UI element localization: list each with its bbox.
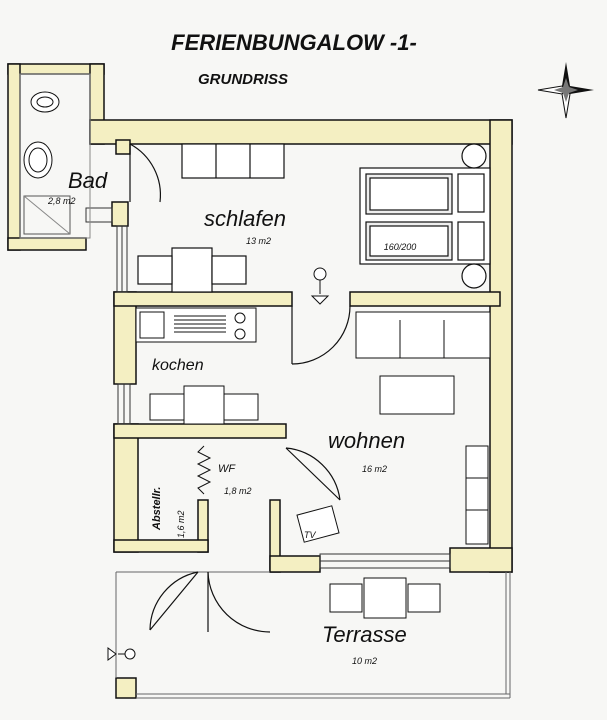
nightstand xyxy=(457,221,485,261)
plan-subtitle: GRUNDRISS xyxy=(198,71,288,88)
terrace-furniture xyxy=(329,577,441,619)
bathroom-fixtures xyxy=(19,73,91,239)
terrace-outline xyxy=(115,571,511,699)
fridge xyxy=(139,311,165,339)
chair-icon xyxy=(211,255,247,285)
tv-label: TV xyxy=(304,530,316,540)
room-area-wf: 1,8 m2 xyxy=(224,486,252,496)
room-label-terrasse: Terrasse xyxy=(322,622,407,647)
room-area-bad: 2,8 m2 xyxy=(47,196,76,206)
wall-bottom-right xyxy=(449,547,513,573)
compass-rose-icon xyxy=(537,62,594,119)
wall-bad-door-jamb xyxy=(111,201,129,227)
room-label-wf: WF xyxy=(218,463,236,475)
wall-right xyxy=(489,119,513,573)
wall-interior-left xyxy=(113,291,293,307)
sink-icon xyxy=(174,315,226,333)
tv-icon xyxy=(296,505,340,543)
wall-kitchen-bottom xyxy=(113,423,287,439)
chair-icon xyxy=(329,583,363,613)
room-label-bad: Bad xyxy=(68,168,108,193)
stove-burner-icon xyxy=(234,312,246,324)
terrace-table xyxy=(363,577,407,619)
kitchen-furniture xyxy=(135,307,259,425)
chair-icon xyxy=(407,583,441,613)
heater-icon xyxy=(196,445,212,495)
wall-top xyxy=(89,119,513,145)
stove-burner-icon xyxy=(234,328,246,340)
room-area-schlafen: 13 m2 xyxy=(246,236,271,246)
shelf xyxy=(465,445,489,545)
windows xyxy=(85,207,451,569)
living-furniture xyxy=(296,311,491,545)
bed-size-label: 160/200 xyxy=(384,242,417,252)
window-bad xyxy=(85,207,113,223)
wall-interior-right xyxy=(349,291,501,307)
room-area-abstellr: 1,6 m2 xyxy=(176,510,186,538)
room-area-wohnen: 16 m2 xyxy=(362,464,387,474)
bedroom-table xyxy=(171,247,213,293)
lamp-icon xyxy=(461,143,487,169)
room-label-abstellr: Abstellr. xyxy=(151,487,163,531)
lamp-icon xyxy=(461,263,487,289)
light-fixture-icon xyxy=(107,647,136,661)
bad-interior xyxy=(19,73,91,239)
nightstand xyxy=(457,173,485,213)
wall-left-lower xyxy=(113,423,139,553)
plan-title: FERIENBUNGALOW -1- xyxy=(171,30,417,55)
kitchen-table xyxy=(183,385,225,425)
doors xyxy=(129,143,351,633)
room-label-wohnen: wohnen xyxy=(328,428,405,453)
shower-icon xyxy=(23,195,71,235)
sofa xyxy=(355,311,491,359)
terrace-post xyxy=(115,677,137,699)
walls xyxy=(7,63,513,699)
chair-icon xyxy=(137,255,173,285)
wall-bottom-left xyxy=(269,555,321,573)
room-label-schlafen: schlafen xyxy=(204,206,286,231)
wall-abstell-bottom xyxy=(113,539,209,553)
coffee-table xyxy=(379,375,455,415)
bedroom-furniture xyxy=(137,143,491,293)
room-label-kochen: kochen xyxy=(152,357,204,374)
wardrobe xyxy=(181,143,285,179)
light-fixture-icon xyxy=(310,267,330,305)
room-area-terrasse: 10 m2 xyxy=(352,656,377,666)
wall-bad-bottom xyxy=(7,237,87,251)
door-wf xyxy=(285,447,341,501)
wall-stub xyxy=(115,139,131,155)
wall-bad-left xyxy=(7,63,21,251)
chair-icon xyxy=(223,393,259,421)
chair-icon xyxy=(149,393,185,421)
